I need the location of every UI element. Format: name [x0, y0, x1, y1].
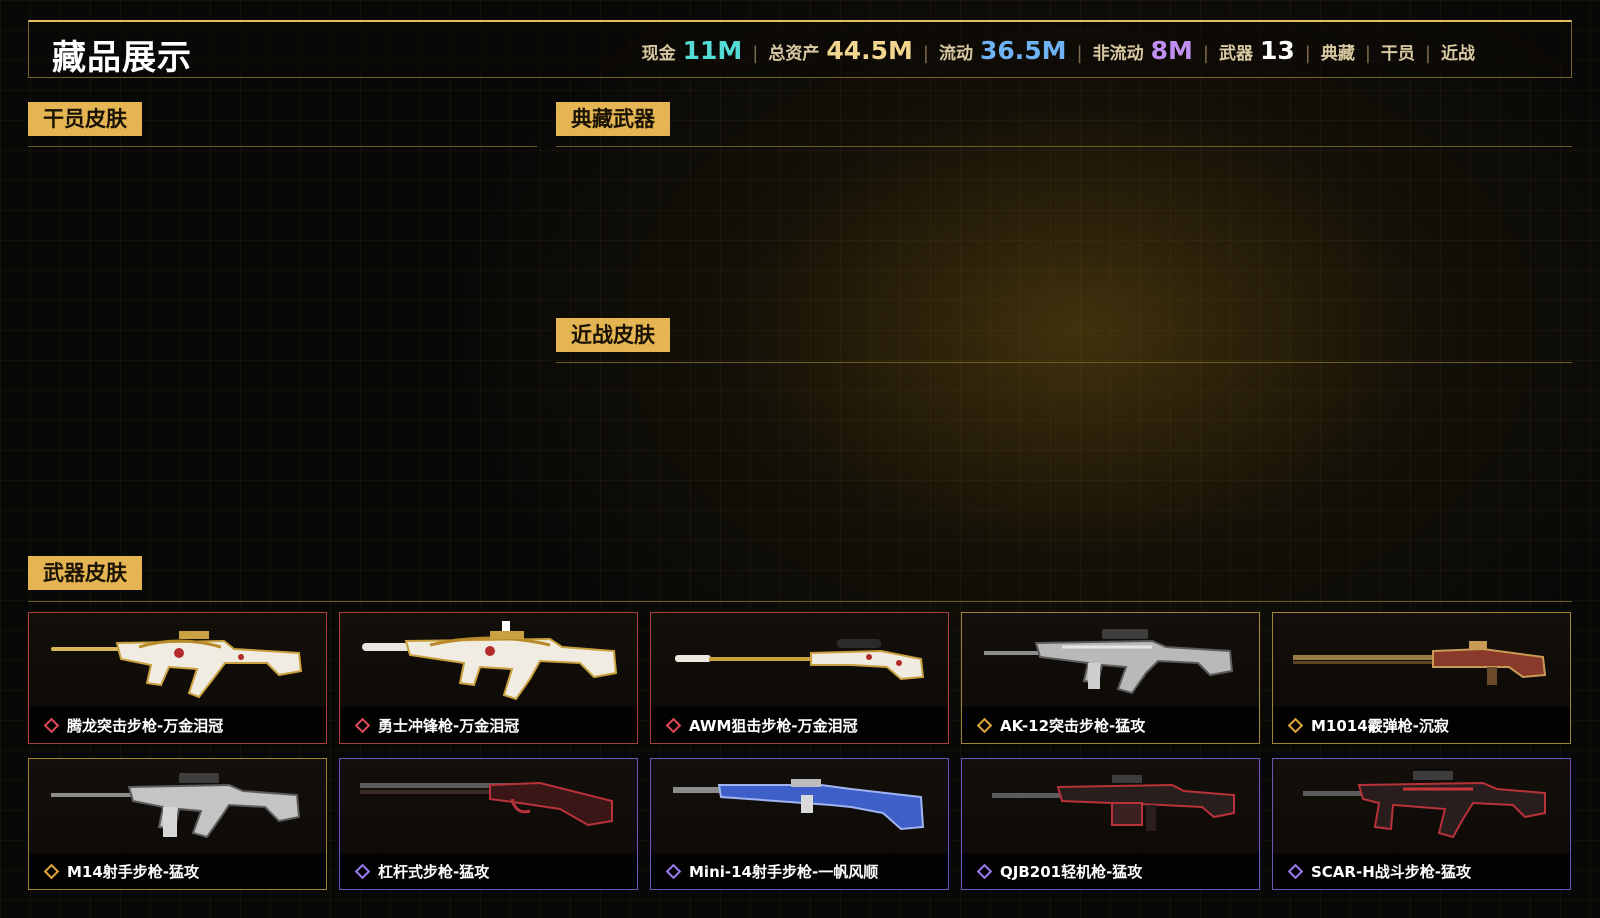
rarity-diamond-icon — [665, 717, 682, 733]
shotgun-wood-icon — [1293, 641, 1547, 685]
separator: | — [1364, 43, 1371, 64]
rifle-gold-white-icon — [51, 631, 303, 699]
weapon-skin-name: M1014霰弹枪-沉寂 — [1311, 716, 1449, 735]
rifle-red-icon — [1303, 771, 1546, 839]
stats-bar: 现金 11M | 总资产 44.5M | 流动 36.5M | 非流动 8M |… — [642, 36, 1475, 65]
separator: | — [752, 43, 759, 64]
weapon-skin-card[interactable]: AK-12突击步枪-猛攻 — [961, 612, 1260, 744]
section-title-melee-skins: 近战皮肤 — [556, 318, 670, 352]
rarity-diamond-icon — [1287, 717, 1304, 733]
weapon-skin-card[interactable]: 勇士冲锋枪-万金泪冠 — [339, 612, 638, 744]
stat-label-weapons: 武器 — [1218, 44, 1253, 64]
weapon-skin-card[interactable]: 杠杆式步枪-猛攻 — [339, 758, 638, 890]
rarity-diamond-icon — [43, 863, 60, 879]
rarity-diamond-icon — [43, 717, 60, 733]
card-label: AWM狙击步枪-万金泪冠 — [651, 707, 948, 743]
weapon-skin-card[interactable]: SCAR-H战斗步枪-猛攻 — [1272, 758, 1571, 890]
weapon-skin-card[interactable]: AWM狙击步枪-万金泪冠 — [650, 612, 949, 744]
weapon-skin-card[interactable]: Mini-14射手步枪-一帆风顺 — [650, 758, 949, 890]
weapon-skin-card[interactable]: QJB201轻机枪-猛攻 — [961, 758, 1260, 890]
card-label: QJB201轻机枪-猛攻 — [962, 853, 1259, 889]
stat-label-liquid: 流动 — [938, 44, 973, 64]
stat-value-liquid: 36.5M — [979, 36, 1067, 65]
rarity-diamond-icon — [354, 863, 371, 879]
stat-value-illiquid: 8M — [1150, 36, 1193, 65]
stat-label-total-assets: 总资产 — [768, 44, 820, 64]
section-divider — [556, 362, 1572, 363]
weapon-skin-name: SCAR-H战斗步枪-猛攻 — [1311, 862, 1471, 881]
weapon-skin-name: QJB201轻机枪-猛攻 — [1000, 862, 1143, 881]
section-title-operator-skins: 干员皮肤 — [28, 102, 142, 136]
nav-link-melee[interactable]: 近战 — [1441, 44, 1475, 64]
card-label: AK-12突击步枪-猛攻 — [962, 707, 1259, 743]
weapon-skin-card[interactable]: 腾龙突击步枪-万金泪冠 — [28, 612, 327, 744]
separator: | — [1424, 43, 1431, 64]
section-title-weapon-skins: 武器皮肤 — [28, 556, 142, 590]
card-label: M14射手步枪-猛攻 — [29, 853, 326, 889]
header-bar: 藏品展示 现金 11M | 总资产 44.5M | 流动 36.5M | 非流动… — [28, 20, 1572, 78]
card-label: SCAR-H战斗步枪-猛攻 — [1273, 853, 1570, 889]
sniper-gold-white-icon — [675, 639, 925, 681]
separator: | — [1202, 43, 1209, 64]
section-title-collection-weapons: 典藏武器 — [556, 102, 670, 136]
stat-value-cash: 11M — [682, 36, 743, 65]
weapon-skin-name: AWM狙击步枪-万金泪冠 — [689, 716, 858, 735]
card-label: Mini-14射手步枪-一帆风顺 — [651, 853, 948, 889]
rifle-blue-icon — [673, 779, 925, 831]
page-title: 藏品展示 — [52, 38, 192, 78]
rarity-diamond-icon — [354, 717, 371, 733]
lever-rifle-red-icon — [360, 781, 613, 827]
nav-link-collection[interactable]: 典藏 — [1320, 44, 1355, 64]
stat-label-cash: 现金 — [641, 44, 676, 64]
stat-value-weapons: 13 — [1259, 36, 1295, 65]
weapon-skin-name: 勇士冲锋枪-万金泪冠 — [378, 716, 520, 735]
rifle-silver-icon — [51, 773, 301, 839]
card-label: 腾龙突击步枪-万金泪冠 — [29, 707, 326, 743]
separator: | — [1304, 43, 1311, 64]
weapon-skin-name: 腾龙突击步枪-万金泪冠 — [67, 716, 224, 735]
section-divider — [28, 601, 1572, 602]
lmg-red-icon — [992, 775, 1235, 831]
separator: | — [922, 43, 929, 64]
rarity-diamond-icon — [976, 863, 993, 879]
separator: | — [1076, 43, 1083, 64]
rarity-diamond-icon — [976, 717, 993, 733]
section-divider — [556, 146, 1572, 147]
card-label: 勇士冲锋枪-万金泪冠 — [340, 707, 637, 743]
weapon-skin-card[interactable]: M14射手步枪-猛攻 — [28, 758, 327, 890]
stat-label-illiquid: 非流动 — [1092, 44, 1144, 64]
weapon-skin-card[interactable]: M1014霰弹枪-沉寂 — [1272, 612, 1571, 744]
smg-gold-white-icon — [362, 621, 618, 701]
section-divider — [28, 146, 537, 147]
stat-value-total-assets: 44.5M — [826, 36, 913, 65]
card-label: M1014霰弹枪-沉寂 — [1273, 707, 1570, 743]
weapon-skin-name: AK-12突击步枪-猛攻 — [1000, 716, 1146, 735]
rifle-silver-icon — [984, 629, 1234, 695]
nav-link-operators[interactable]: 干员 — [1380, 44, 1415, 64]
card-label: 杠杆式步枪-猛攻 — [340, 853, 637, 889]
rarity-diamond-icon — [665, 863, 682, 879]
weapon-skin-name: M14射手步枪-猛攻 — [67, 862, 200, 881]
weapon-skin-name: 杠杆式步枪-猛攻 — [378, 862, 490, 881]
weapon-skin-name: Mini-14射手步枪-一帆风顺 — [689, 862, 879, 881]
rarity-diamond-icon — [1287, 863, 1304, 879]
